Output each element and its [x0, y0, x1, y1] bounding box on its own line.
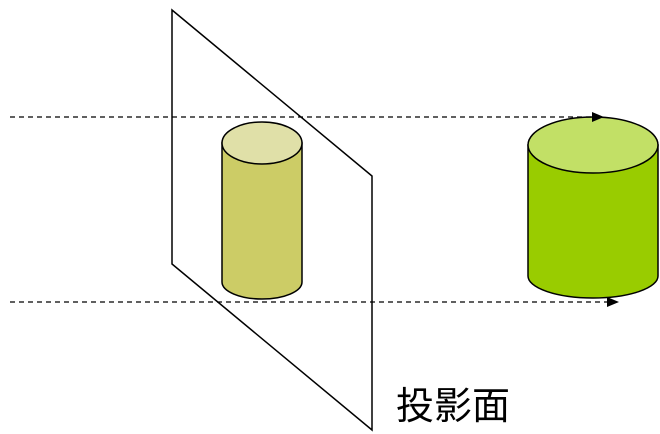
object-cylinder	[221, 121, 303, 300]
projected-cylinder-body	[527, 144, 659, 299]
projected-cylinder	[527, 116, 659, 299]
projected-cylinder-top	[527, 116, 659, 174]
projection-plane-label: 投影面	[396, 384, 511, 428]
object-cylinder-top	[221, 121, 303, 165]
projection-plane	[171, 8, 373, 432]
object-cylinder-body	[221, 142, 303, 300]
